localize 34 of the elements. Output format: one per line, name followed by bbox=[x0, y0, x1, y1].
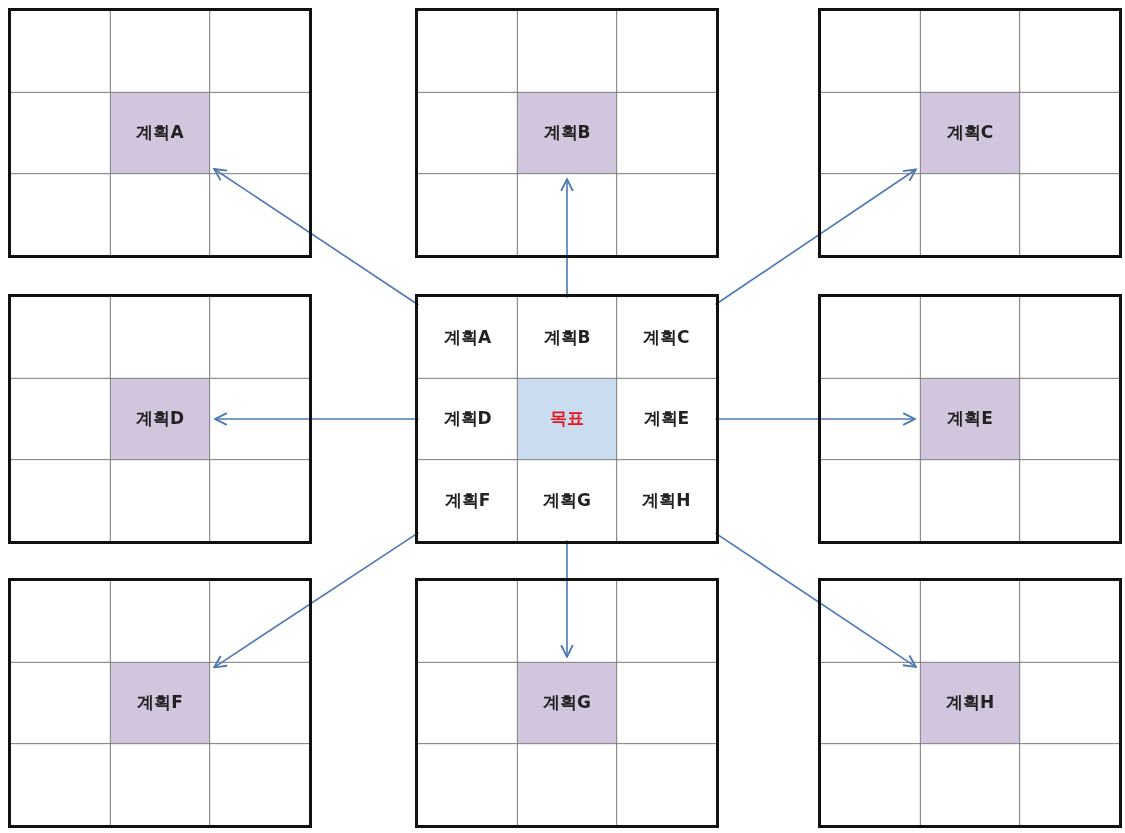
plan-label: 계획C bbox=[946, 121, 994, 145]
arrow bbox=[213, 531, 420, 669]
plan-label: 계획C bbox=[643, 326, 690, 350]
plan-cell bbox=[920, 92, 1020, 174]
plan-label: 계획A bbox=[444, 326, 492, 350]
arrow bbox=[714, 412, 916, 426]
plan-label: 계획B bbox=[543, 121, 591, 145]
arrow bbox=[714, 168, 917, 306]
plan-label: 계획G bbox=[543, 488, 591, 512]
goal-cell bbox=[517, 378, 617, 460]
plan-label: 계획F bbox=[444, 488, 491, 512]
arrow bbox=[214, 412, 420, 426]
plan-cell bbox=[920, 378, 1020, 460]
plan-label: 계획B bbox=[543, 326, 591, 350]
goal-label: 목표 bbox=[550, 407, 584, 431]
plan-cell bbox=[110, 662, 210, 744]
arrow bbox=[213, 168, 420, 306]
plan-label: 계획E bbox=[643, 407, 690, 431]
plan-label: 계획D bbox=[443, 407, 492, 431]
plan-label: 계획D bbox=[135, 407, 185, 431]
plan-label: 계획H bbox=[945, 691, 995, 715]
arrow bbox=[560, 178, 574, 299]
plan-label: 계획E bbox=[947, 407, 993, 431]
plan-label: 계획F bbox=[137, 691, 183, 715]
arrow bbox=[714, 532, 917, 668]
plan-cell bbox=[920, 662, 1020, 744]
plan-cell bbox=[517, 662, 617, 744]
plan-cell bbox=[110, 378, 210, 460]
plan-label: 계획A bbox=[136, 121, 184, 145]
plan-label: 계획H bbox=[642, 488, 691, 512]
plan-cell bbox=[110, 92, 210, 174]
plan-label: 계획G bbox=[543, 691, 591, 715]
arrow bbox=[560, 539, 574, 658]
plan-cell bbox=[517, 92, 617, 174]
